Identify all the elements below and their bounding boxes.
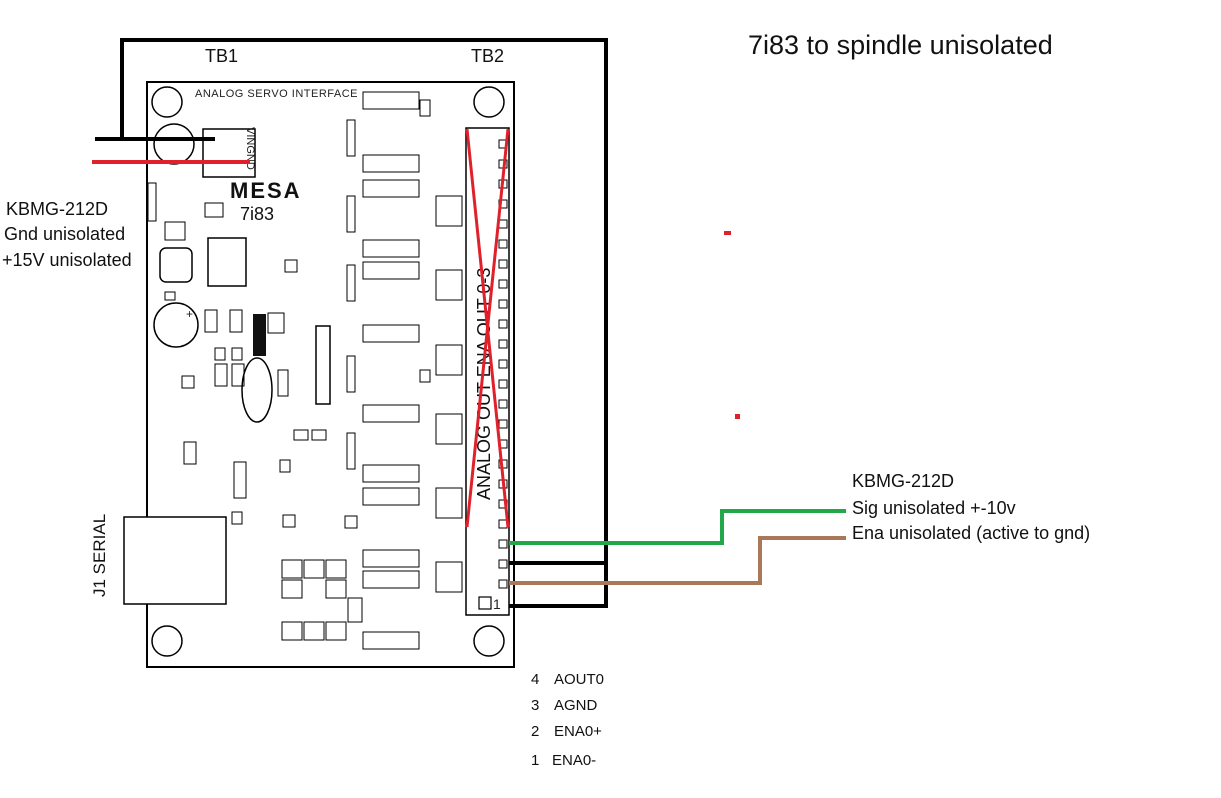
left-note-line: Gnd unisolated (4, 224, 125, 244)
pin-number: 4 (531, 671, 539, 688)
tb1-connector (202, 128, 256, 178)
black-component (253, 314, 266, 356)
pin-number: 3 (531, 697, 539, 714)
pinout-legend: 4 AOUT0 3 AGND 2 ENA0+ 1 ENA0- (531, 671, 604, 769)
inductor (159, 247, 193, 283)
pin-name: ENA0- (552, 752, 596, 769)
pin-number: 1 (531, 752, 539, 769)
stray-mark (724, 231, 731, 235)
right-note: KBMG-212D Sig unisolated +-10v Ena uniso… (852, 471, 1090, 543)
tb2-pin (498, 279, 508, 289)
smd-components (147, 99, 431, 529)
tb1-label: TB1 (205, 46, 238, 66)
pin-number: 2 (531, 723, 539, 740)
tb2-pin (498, 419, 508, 429)
tb1-tb2-ground-loop (120, 38, 608, 608)
resistor-arrays (362, 91, 420, 650)
tb2-label: TB2 (471, 46, 504, 66)
left-note-line: KBMG-212D (6, 199, 108, 219)
stray-mark (735, 414, 740, 419)
sig-wire (509, 509, 846, 545)
left-note-line: +15V unisolated (2, 250, 132, 270)
diagram-title: 7i83 to spindle unisolated (748, 30, 1053, 60)
left-note: KBMG-212D Gnd unisolated +15V unisolated (2, 199, 132, 270)
output-drivers (435, 195, 463, 593)
crystal (241, 357, 273, 423)
right-note-line: Ena unisolated (active to gnd) (852, 523, 1090, 543)
regulator (207, 237, 247, 287)
tb2-pin (498, 359, 508, 369)
tb2-pin (498, 559, 508, 569)
board-heading: ANALOG SERVO INTERFACE (195, 88, 358, 100)
mounting-holes (151, 86, 505, 657)
right-note-line: KBMG-212D (852, 471, 954, 491)
vin-gnd-label: VINGND (244, 127, 256, 170)
tb2-connector (465, 127, 510, 616)
pin-name: ENA0+ (554, 723, 602, 740)
tb2-pin (498, 379, 508, 389)
main-ic (315, 325, 331, 405)
bottom-components (281, 559, 363, 641)
tb2-pin (498, 339, 508, 349)
tb2-pin (498, 539, 508, 549)
brand-logo: MESA (230, 178, 302, 203)
pin-name: AGND (554, 697, 598, 714)
right-note-line: Sig unisolated +-10v (852, 498, 1016, 518)
unused-outputs-cross (465, 128, 510, 528)
tb2-pin (498, 319, 508, 329)
pin1-number: 1 (493, 596, 501, 612)
tb2-pin (498, 299, 508, 309)
svg-text:+: + (186, 307, 193, 321)
tb2-pin (498, 259, 508, 269)
ena-wire (509, 536, 846, 585)
pin-name: AOUT0 (554, 671, 604, 688)
serial-connector (123, 516, 227, 605)
tb2-pin (498, 579, 508, 589)
serial-label: J1 SERIAL (90, 514, 109, 597)
board-model: 7i83 (240, 204, 274, 224)
tb2-pin (498, 399, 508, 409)
pin1-marker (478, 596, 492, 610)
tb2-pin (498, 239, 508, 249)
